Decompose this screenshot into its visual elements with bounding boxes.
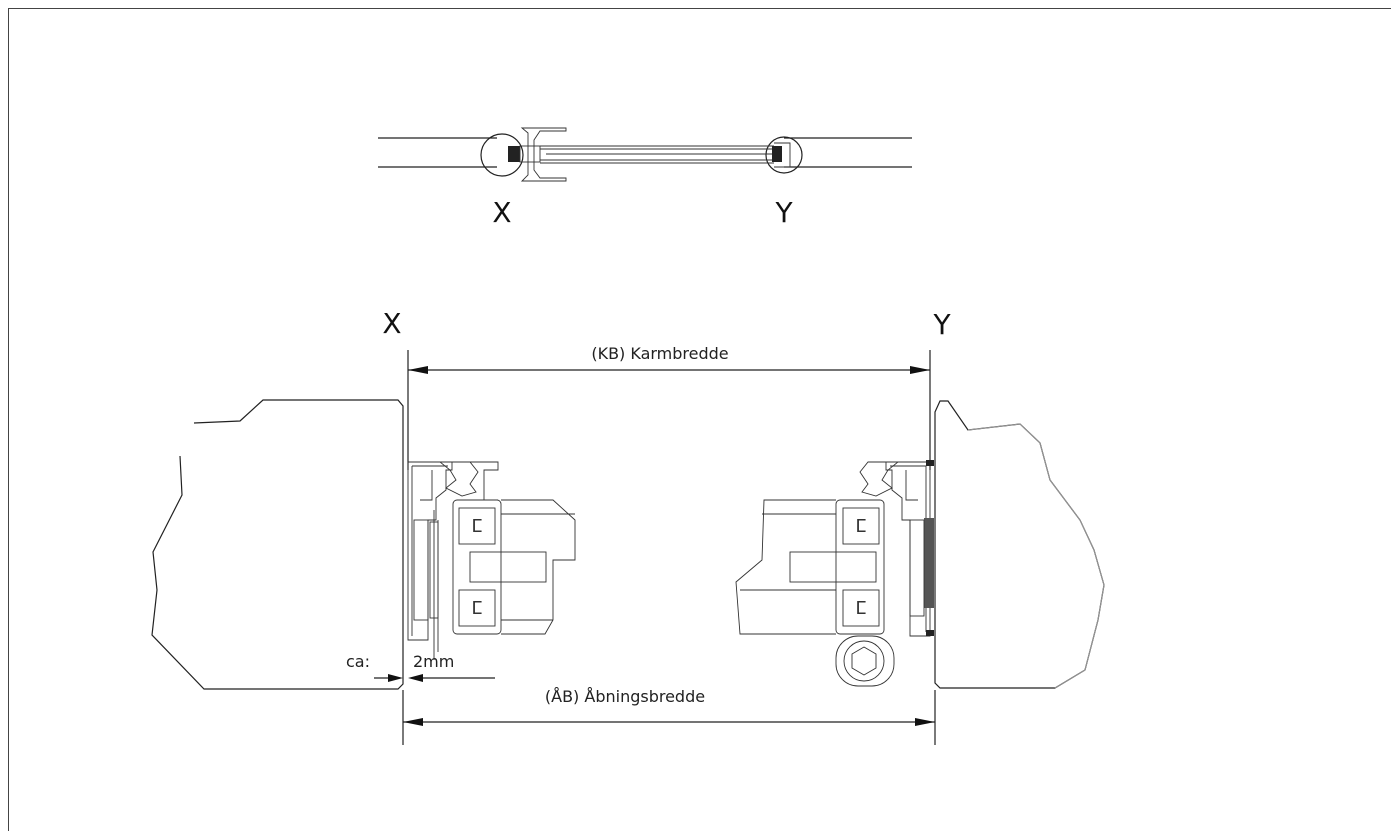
lock-cylinder: [843, 640, 885, 682]
detail-circle-y: [765, 136, 803, 174]
right-wall-break: [967, 423, 1105, 689]
lock-housing: [835, 635, 895, 687]
detail-section: X Y (KB) Karmbredde (ÅB) Åbningsbredde c…: [151, 307, 1105, 745]
right-wall: [934, 400, 1105, 689]
frame-width-label: (KB) Karmbredde: [591, 344, 728, 363]
carriage-bar: [469, 551, 547, 583]
overview-plan: X Y: [378, 127, 912, 229]
profile-inner: [890, 465, 927, 632]
carriage-slot: [842, 589, 880, 627]
left-wall: [151, 399, 404, 690]
frame-profile-x: [508, 146, 520, 162]
frame-profile-right: ⵎ ⵎ: [735, 460, 934, 687]
handle-profile: [520, 127, 567, 182]
arrow-head: [408, 674, 423, 682]
spring-clip-icon: ⵎ: [855, 516, 866, 537]
overview-marker-y: Y: [774, 196, 793, 229]
carriage-slot: [458, 507, 496, 545]
carriage-bar: [789, 551, 877, 583]
gasket: [859, 461, 900, 497]
spring-clip-icon: ⵎ: [471, 598, 482, 619]
profile-inner: [411, 465, 448, 636]
frame-profile-x: [519, 145, 541, 163]
gap-prefix: ca:: [346, 652, 370, 671]
carriage-block: [452, 499, 502, 635]
spring-clip-icon: ⵎ: [471, 516, 482, 537]
overview-marker-x: X: [492, 196, 511, 229]
carriage-slot: [458, 589, 496, 627]
profile-outline: [407, 461, 453, 641]
arrow-head: [408, 366, 428, 374]
frame-profile-y: [774, 142, 791, 168]
gap-value: 2mm: [413, 652, 454, 671]
profile-outline: [885, 461, 931, 637]
wall-shim: [924, 518, 934, 608]
frame-profile-y: [772, 146, 782, 162]
opening-width-label: (ÅB) Åbningsbredde: [545, 687, 705, 706]
arrow-head: [910, 366, 930, 374]
frame-profile-left: ⵎ ⵎ: [407, 461, 576, 660]
gasket: [438, 461, 479, 497]
hex-socket-icon: [851, 646, 877, 676]
handle-body: [501, 499, 576, 635]
detail-marker-x: X: [382, 307, 401, 340]
sheet-border: [8, 8, 1391, 831]
wall-fixing: [926, 630, 934, 636]
detail-marker-y: Y: [932, 308, 951, 341]
handle-body: [735, 499, 836, 635]
carriage-slot: [842, 507, 880, 545]
profile-channel: [413, 519, 429, 621]
arrow-head: [388, 674, 403, 682]
profile-channel: [909, 519, 925, 617]
carriage-block: [835, 499, 885, 635]
arrow-head: [403, 718, 423, 726]
detail-circle-x: [480, 133, 524, 177]
spring-clip-icon: ⵎ: [855, 598, 866, 619]
wall-fixing: [926, 460, 934, 466]
arrow-head: [915, 718, 935, 726]
